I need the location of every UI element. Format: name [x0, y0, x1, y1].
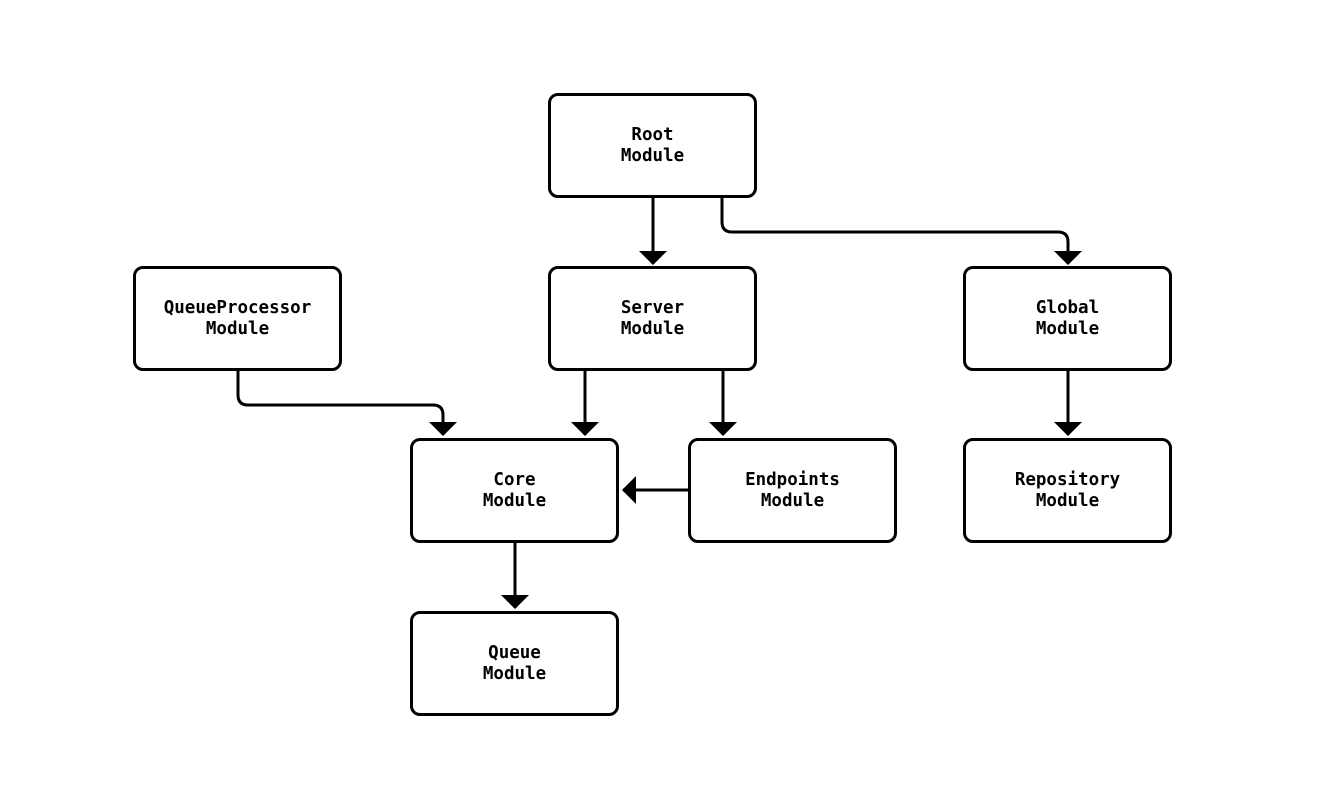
node-server-module: Server Module: [548, 266, 757, 371]
node-label-line2: Module: [760, 490, 825, 511]
node-endpoints-module: Endpoints Module: [688, 438, 897, 543]
node-label-line1: Root: [631, 124, 674, 145]
node-root-module: Root Module: [548, 93, 757, 198]
node-label-line2: Module: [482, 663, 547, 684]
node-queue-module: Queue Module: [410, 611, 619, 716]
node-label-line1: Server: [620, 297, 685, 318]
node-label-line2: Module: [1035, 318, 1100, 339]
node-label-line1: Endpoints: [745, 469, 840, 490]
node-label-line1: Core: [493, 469, 536, 490]
node-label-line2: Module: [205, 318, 270, 339]
node-core-module: Core Module: [410, 438, 619, 543]
node-label-line2: Module: [482, 490, 547, 511]
node-label-line1: Global: [1035, 297, 1100, 318]
node-label-line2: Module: [1035, 490, 1100, 511]
node-label-line1: QueueProcessor: [163, 297, 312, 318]
node-label-line1: Repository: [1014, 469, 1121, 490]
node-global-module: Global Module: [963, 266, 1172, 371]
node-label-line1: Queue: [488, 642, 541, 663]
edge-queueprocessor-to-core: [236, 371, 457, 436]
node-label-line2: Module: [620, 145, 685, 166]
edge-root-to-global: [720, 198, 1082, 265]
node-queueprocessor-module: QueueProcessor Module: [133, 266, 342, 371]
node-label-line2: Module: [620, 318, 685, 339]
node-repository-module: Repository Module: [963, 438, 1172, 543]
